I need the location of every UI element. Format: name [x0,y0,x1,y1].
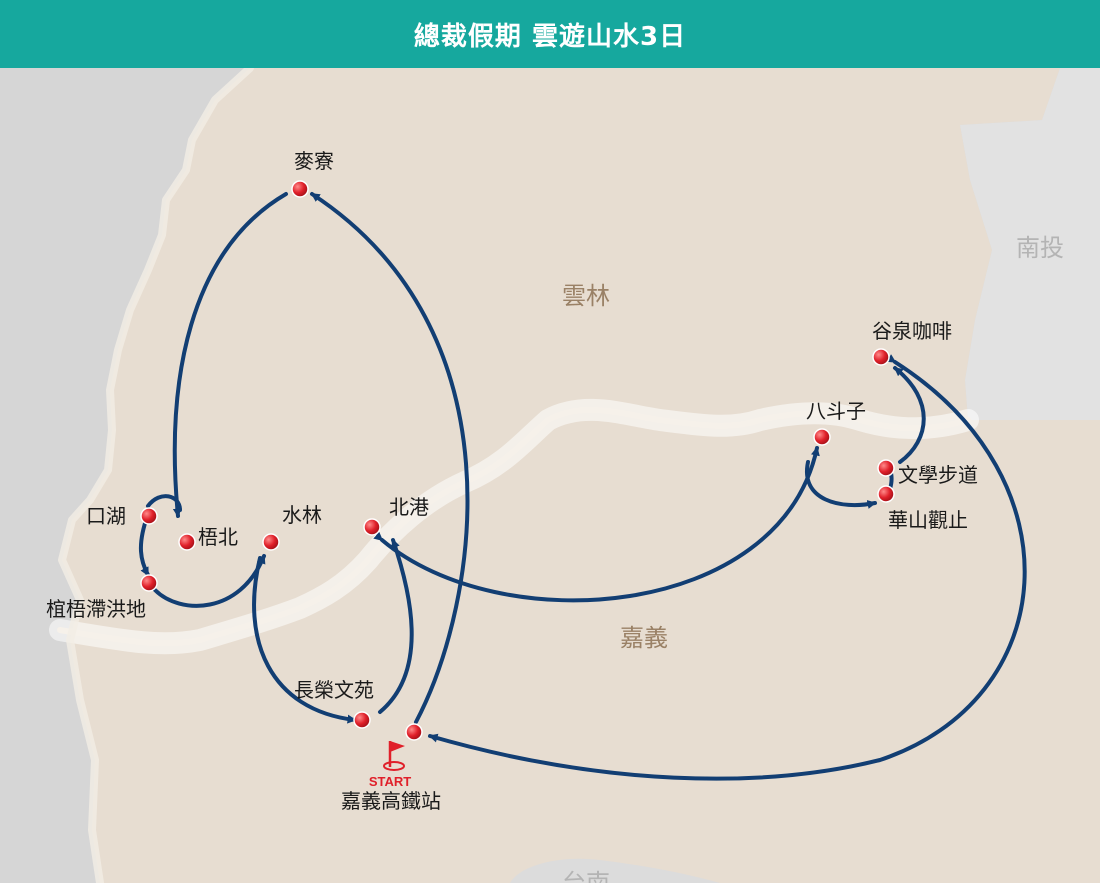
stop-label-wubei: 梧北 [198,525,238,549]
route-changrong-beigang [378,538,414,714]
route-kouhu-hook [146,494,182,512]
stop-marker-wetland[interactable] [140,574,158,592]
route-maixiao-wubei [172,192,288,518]
stop-label-beigang: 北港 [389,495,429,519]
stop-marker-kouhu[interactable] [140,507,158,525]
stop-marker-changrong[interactable] [353,711,371,729]
route-kouhu-wetland [139,518,150,577]
region-label-nantou: 南投 [1016,234,1064,262]
stop-marker-maixiao[interactable] [291,180,309,198]
page-title: 總裁假期 雲遊山水3日 [413,21,687,52]
route-literature-guquan [893,366,926,464]
region-label-tainan: 台南 [562,869,610,883]
stop-marker-hsr[interactable] [405,723,423,741]
stop-label-maixiao: 麥寮 [294,149,334,173]
stop-label-kouhu: 口湖 [86,504,126,528]
stop-label-huashan: 華山觀止 [888,508,968,532]
tainan-area [510,858,720,883]
stop-marker-beigang[interactable] [363,518,381,536]
stop-label-hsr: 嘉義高鐵站 [341,789,441,813]
nantou-area [960,68,1100,420]
stop-marker-shuilin[interactable] [262,533,280,551]
stop-marker-guquan[interactable] [872,348,890,366]
stop-marker-wubei[interactable] [178,533,196,551]
stop-labels: 麥寮 口湖 梧北 椬梧滯洪地 水林 北港 長榮文苑 嘉義高鐵站 八斗子 谷泉咖啡… [46,149,978,813]
stop-label-badouzi: 八斗子 [806,399,866,423]
stop-label-guquan: 谷泉咖啡 [872,319,952,343]
stop-marker-huashan[interactable] [877,485,895,503]
stop-markers [140,180,895,741]
title-banner: 總裁假期 雲遊山水3日 [0,0,1100,68]
flag-icon [388,741,405,767]
route-lines [139,192,1027,781]
region-label-chiayi: 嘉義 [620,624,668,652]
route-wetland-shuilin [153,554,266,608]
start-ring [383,761,405,771]
region-label-yunlin: 雲林 [562,282,610,310]
stop-label-literature: 文學步道 [898,463,978,487]
stop-marker-badouzi[interactable] [813,428,831,446]
stop-label-shuilin: 水林 [282,503,322,527]
route-guquan-hsr [428,354,1027,781]
route-shuilin-changrong [252,556,357,724]
stop-marker-literature[interactable] [877,459,895,477]
stop-label-changrong: 長榮文苑 [294,678,374,702]
start-label: START [369,774,411,789]
stop-label-wetland: 椬梧滯洪地 [46,597,146,621]
start-marker: START [369,741,411,789]
